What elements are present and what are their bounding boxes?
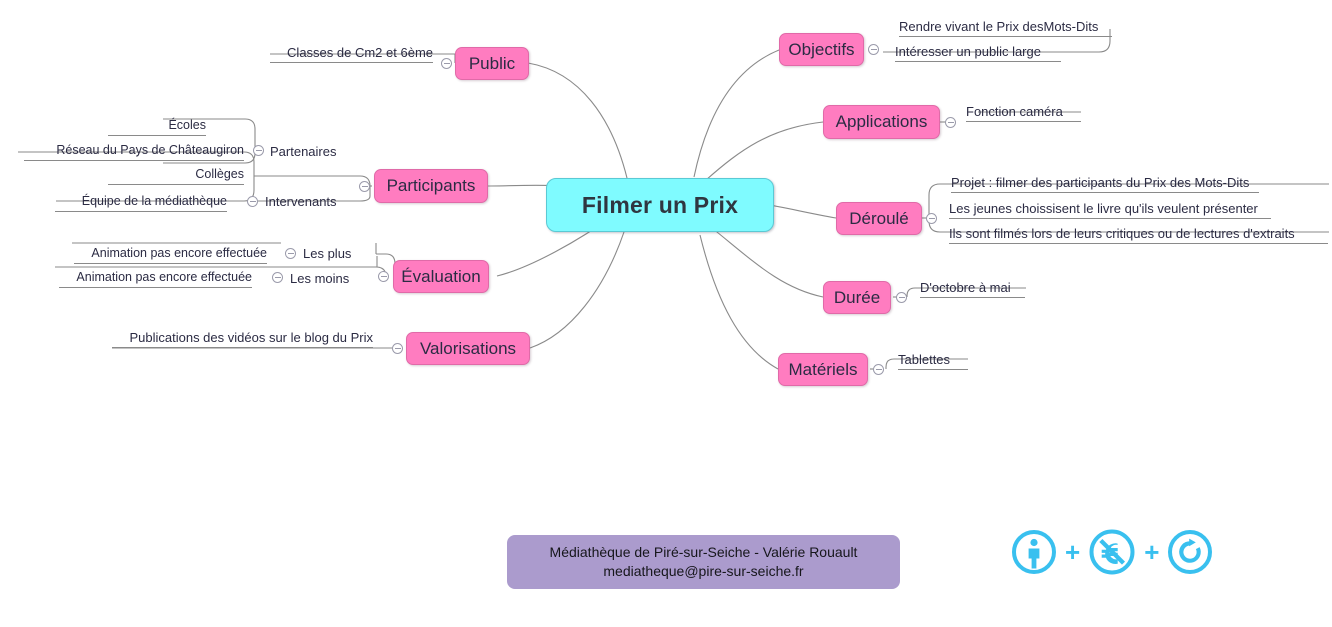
branch-label-objectifs: Objectifs <box>788 39 855 59</box>
central-node[interactable]: Filmer un Prix <box>546 178 774 232</box>
toggle-valorisations[interactable] <box>392 343 403 354</box>
leaf-intervenants-1[interactable]: Équipe de la médiathèque <box>55 194 227 212</box>
leaf-public-1[interactable]: Classes de Cm2 et 6ème <box>270 45 433 63</box>
toggle-evaluation[interactable] <box>378 271 389 282</box>
leaf-applications-1[interactable]: Fonction caméra <box>966 104 1081 122</box>
subbranch-partenaires[interactable]: Partenaires <box>270 144 337 159</box>
license-separator-2: + <box>1144 537 1160 567</box>
branch-label-evaluation: Évaluation <box>401 266 481 286</box>
leaf-duree-1[interactable]: D'octobre à mai <box>920 280 1025 298</box>
branch-node-valorisations[interactable]: Valorisations <box>406 332 530 365</box>
credit-line-2: mediatheque@pire-sur-seiche.fr <box>603 563 804 579</box>
branch-node-deroule[interactable]: Déroulé <box>836 202 922 235</box>
branch-node-objectifs[interactable]: Objectifs <box>779 33 864 66</box>
license-separator-1: + <box>1065 537 1081 567</box>
leaf-materiels-1[interactable]: Tablettes <box>898 352 968 370</box>
leaf-deroule-3[interactable]: Ils sont filmés lors de leurs critiques … <box>949 226 1328 244</box>
leaf-partenaires-1[interactable]: Écoles <box>108 118 206 136</box>
branch-node-public[interactable]: Public <box>455 47 529 80</box>
credit-box: Médiathèque de Piré-sur-Seiche - Valérie… <box>507 535 900 589</box>
cc-attribution-icon <box>1010 528 1058 576</box>
subbranch-les-plus[interactable]: Les plus <box>303 246 352 261</box>
branch-label-materiels: Matériels <box>788 359 858 379</box>
leaf-objectifs-2[interactable]: Intéresser un public large <box>895 44 1061 62</box>
branch-label-duree: Durée <box>833 287 881 307</box>
central-node-label: Filmer un Prix <box>581 191 739 218</box>
toggle-les-moins[interactable] <box>272 272 283 283</box>
leaf-les-plus-1[interactable]: Animation pas encore effectuée <box>74 246 267 264</box>
leaf-partenaires-2[interactable]: Réseau du Pays de Châteaugiron <box>24 143 244 161</box>
branch-label-participants: Participants <box>386 176 476 195</box>
subbranch-les-moins[interactable]: Les moins <box>290 271 350 286</box>
toggle-participants[interactable] <box>359 181 370 192</box>
leaf-partenaires-3[interactable]: Collèges <box>108 167 244 185</box>
leaf-deroule-2[interactable]: Les jeunes choissisent le livre qu'ils v… <box>949 201 1271 219</box>
license-badges: + + <box>1010 522 1220 582</box>
branch-node-participants[interactable]: Participants <box>374 169 488 203</box>
branch-label-applications: Applications <box>835 112 928 131</box>
cc-noncommercial-euro-icon <box>1087 527 1137 577</box>
credit-line-1: Médiathèque de Piré-sur-Seiche - Valérie… <box>549 544 858 560</box>
toggle-public[interactable] <box>441 58 452 69</box>
toggle-applications[interactable] <box>945 117 956 128</box>
toggle-intervenants[interactable] <box>247 196 258 207</box>
toggle-objectifs[interactable] <box>868 44 879 55</box>
branch-label-deroule: Déroulé <box>849 208 909 228</box>
toggle-partenaires[interactable] <box>253 145 264 156</box>
leaf-objectifs-1[interactable]: Rendre vivant le Prix desMots-Dits <box>899 19 1112 37</box>
subbranch-intervenants[interactable]: Intervenants <box>265 194 337 209</box>
leaf-valorisations-1[interactable]: Publications des vidéos sur le blog du P… <box>112 330 373 348</box>
toggle-duree[interactable] <box>896 292 907 303</box>
cc-sharealike-icon <box>1166 528 1214 576</box>
toggle-les-plus[interactable] <box>285 248 296 259</box>
branch-node-duree[interactable]: Durée <box>823 281 891 314</box>
branch-node-evaluation[interactable]: Évaluation <box>393 260 489 293</box>
branch-node-applications[interactable]: Applications <box>823 105 940 139</box>
branch-label-valorisations: Valorisations <box>419 338 517 358</box>
toggle-materiels[interactable] <box>873 364 884 375</box>
leaf-les-moins-1[interactable]: Animation pas encore effectuée <box>59 270 252 288</box>
branch-label-public: Public <box>468 53 516 73</box>
leaf-deroule-1[interactable]: Projet : filmer des participants du Prix… <box>951 175 1259 193</box>
toggle-deroule[interactable] <box>926 213 937 224</box>
branch-node-materiels[interactable]: Matériels <box>778 353 868 386</box>
